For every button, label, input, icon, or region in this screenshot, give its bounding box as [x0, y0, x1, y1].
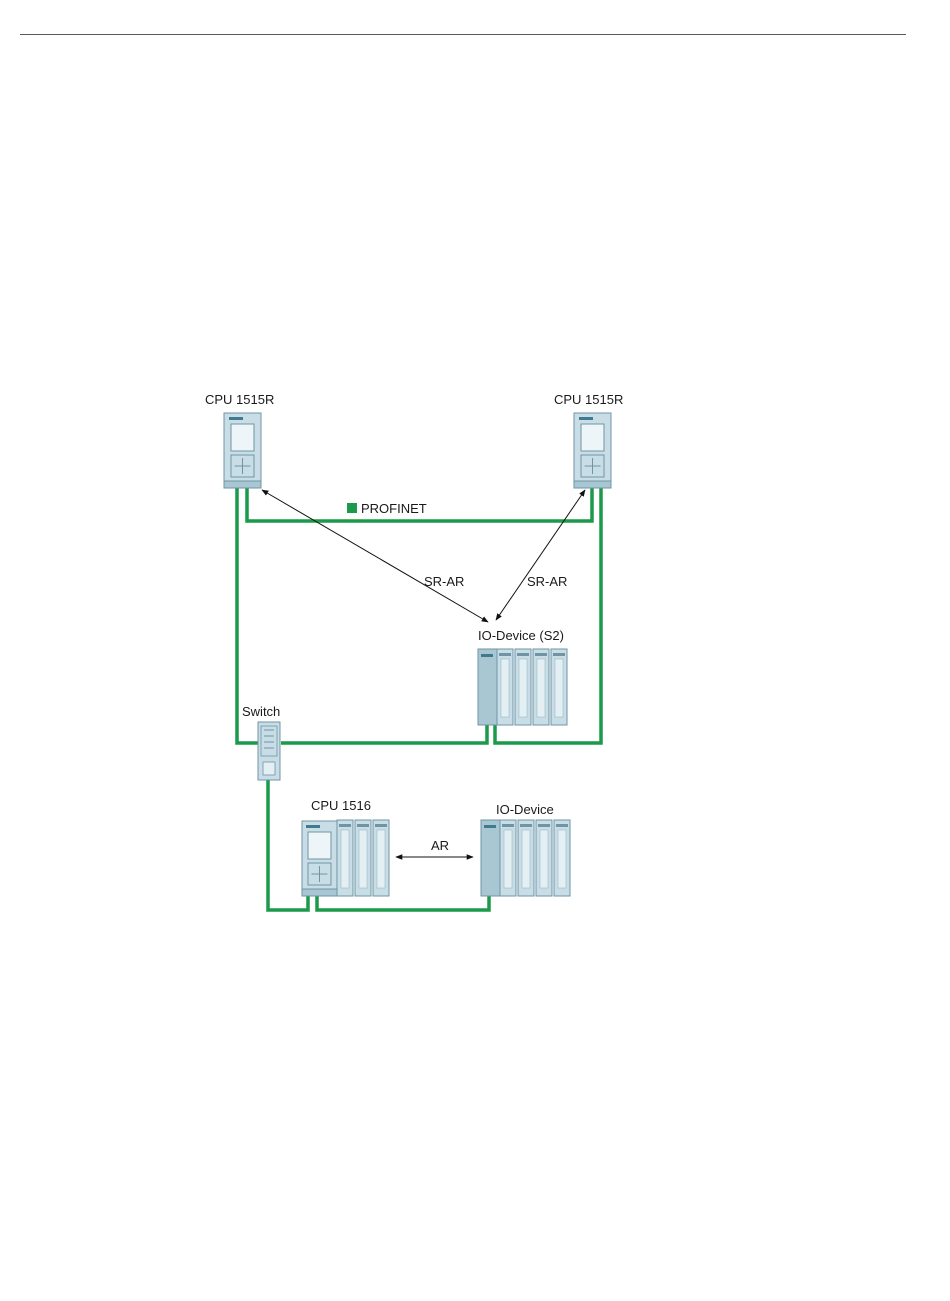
cpu-1515r-left-device — [224, 413, 261, 488]
switch-to-io-s2-link — [281, 725, 487, 743]
cpu1516-to-io-device-link — [317, 896, 489, 910]
switch-label: Switch — [242, 704, 280, 719]
io-device-device — [481, 820, 570, 896]
profinet-legend-swatch — [347, 503, 357, 513]
io-device-s2-device — [478, 649, 567, 725]
cpu-1516-device — [302, 820, 389, 896]
ar-label: AR — [431, 838, 449, 853]
io-device-label: IO-Device — [496, 802, 554, 817]
sr-ar-right-label: SR-AR — [527, 574, 567, 589]
sr-ar-right-arrow — [496, 490, 585, 620]
cpu-1515r-left-label: CPU 1515R — [205, 392, 274, 407]
switch-device — [258, 722, 280, 780]
cpu-1515r-right-label: CPU 1515R — [554, 392, 623, 407]
sr-ar-left-label: SR-AR — [424, 574, 464, 589]
cpu-1515r-right-device — [574, 413, 611, 488]
io-device-s2-label: IO-Device (S2) — [478, 628, 564, 643]
profinet-legend-label: PROFINET — [361, 501, 427, 516]
cpu-1516-label: CPU 1516 — [311, 798, 371, 813]
